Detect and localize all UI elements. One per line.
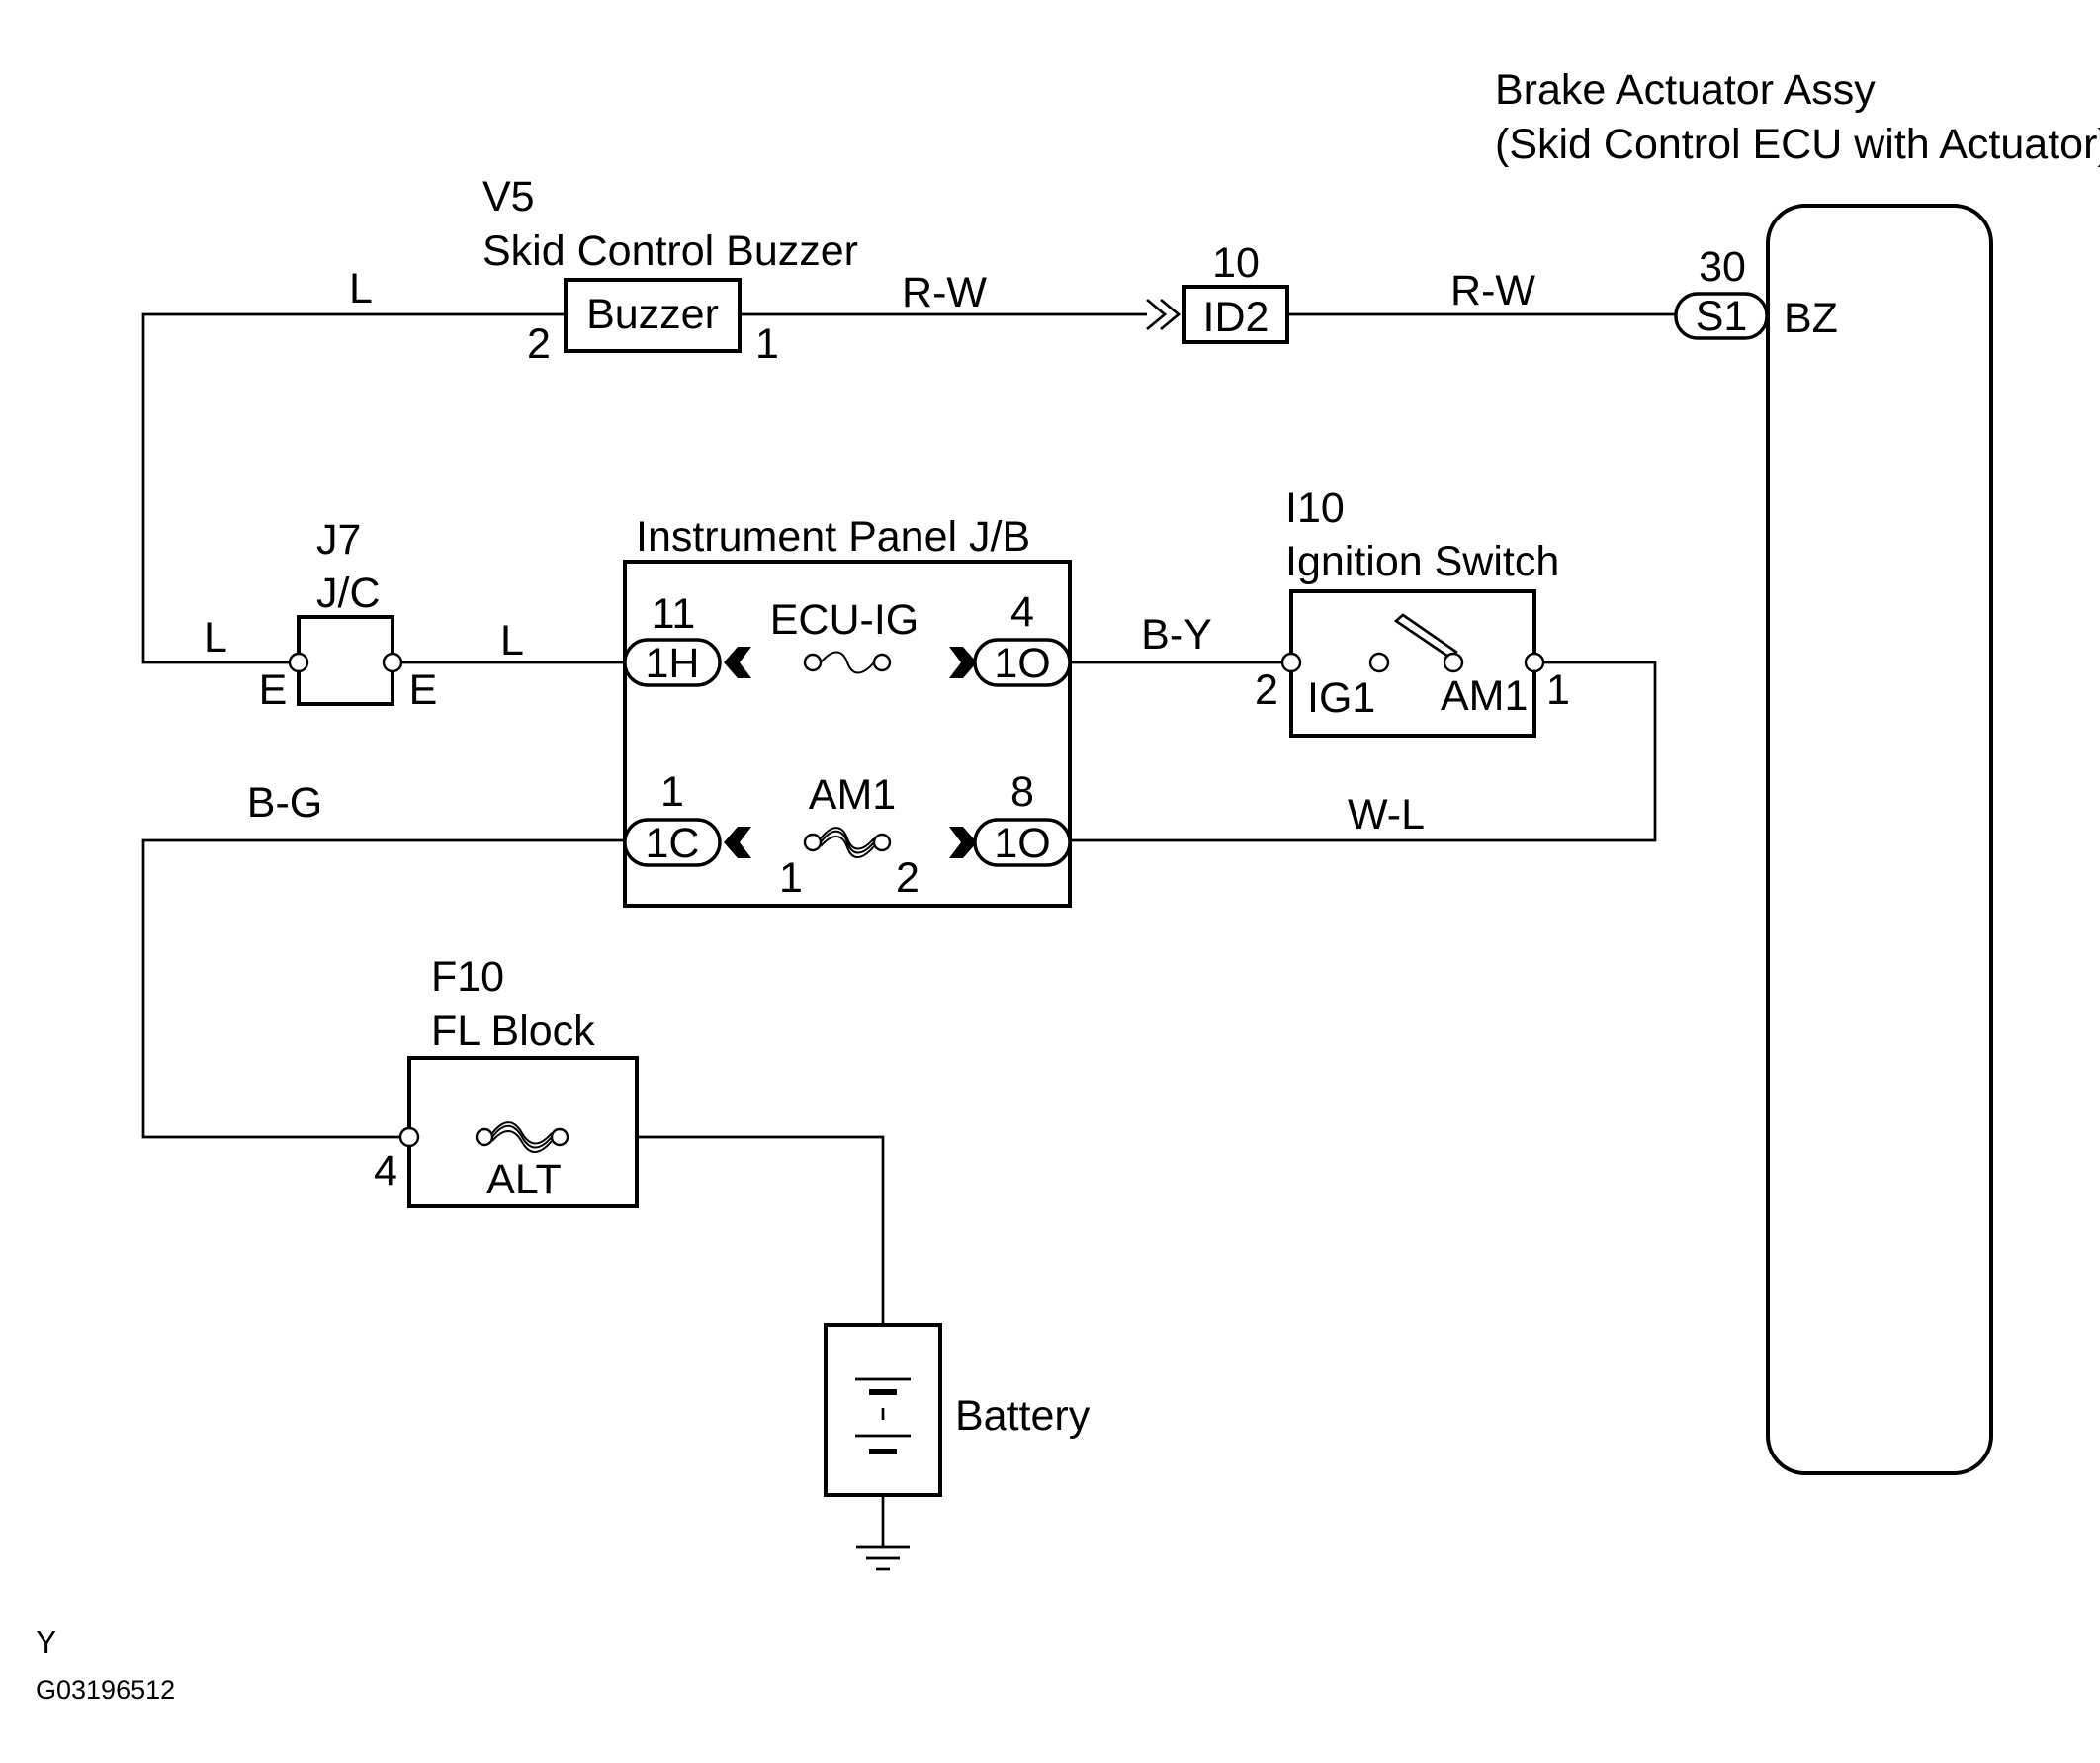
- id2-pin: 10: [1212, 239, 1260, 287]
- ign-ig1-label: IG1: [1307, 674, 1375, 722]
- wire-label-l-jc-left: L: [204, 614, 227, 661]
- battery-label: Battery: [955, 1392, 1091, 1440]
- ignition-switch: I10 Ignition Switch IG1 AM1 2 1: [1255, 485, 1570, 738]
- buzzer-pin-left: 2: [527, 320, 551, 368]
- ground-icon: [856, 1545, 910, 1571]
- fl-code: F10: [431, 953, 504, 1001]
- brake-actuator-title-1: Brake Actuator Assy: [1495, 66, 1876, 114]
- jc-pin-left: E: [259, 666, 288, 714]
- wire-label-rw-1: R-W: [902, 269, 987, 316]
- am1-fuse-term-left: [803, 833, 823, 852]
- am1-fuse-pin-right: 2: [896, 854, 919, 902]
- jc-right-terminal: [382, 652, 403, 673]
- ecu-ig-fuse-term-left: [803, 653, 823, 672]
- buzzer-box: [564, 278, 742, 353]
- alt-fuse-icon: [491, 1121, 553, 1153]
- wire-label-wl: W-L: [1348, 791, 1425, 838]
- jc-name: J/C: [316, 570, 381, 617]
- wire-l-upper: [141, 312, 566, 664]
- ign-code: I10: [1285, 485, 1345, 532]
- fl-name: FL Block: [431, 1008, 595, 1055]
- id2-label: ID2: [1203, 294, 1269, 341]
- battery: Battery: [824, 1323, 1091, 1571]
- connector-s1: [1674, 292, 1769, 340]
- alt-fuse-term-right: [550, 1127, 569, 1147]
- brake-actuator-title-2: (Skid Control ECU with Actuator): [1495, 121, 2100, 168]
- ign-pin-left: 2: [1255, 666, 1278, 714]
- alt-fuse-term-left: [475, 1127, 494, 1147]
- ecu-ig-fuse-icon: [820, 651, 875, 674]
- connector-id2: ID2 10: [1146, 239, 1289, 344]
- jb-am1-left-arrow-icon: [724, 827, 751, 858]
- jb-conn-1o-bottom-pin: 8: [1010, 768, 1034, 816]
- wire-labels: L R-W R-W L L B-Y W-L B-G: [204, 265, 1535, 838]
- fl-box: [407, 1056, 639, 1208]
- buzzer-label: Buzzer: [586, 291, 719, 338]
- brake-actuator-body: [1766, 204, 1993, 1475]
- jb-name: Instrument Panel J/B: [636, 513, 1030, 561]
- ign-term-left: [1280, 652, 1302, 673]
- fl-block: F10 FL Block ALT 4: [374, 953, 639, 1208]
- buzzer: Buzzer V5 Skid Control Buzzer 2 1: [482, 173, 858, 368]
- jc-code: J7: [316, 516, 361, 564]
- wire-label-l-jc-right: L: [500, 617, 524, 664]
- jc-left-terminal: [288, 652, 309, 673]
- jb-conn-1c-pin: 1: [660, 768, 684, 816]
- connector-s1-pin: 30: [1699, 243, 1746, 291]
- id2-box: [1182, 285, 1289, 344]
- alt-fuse-label: ALT: [486, 1156, 562, 1203]
- ign-term-right: [1524, 652, 1545, 673]
- wire-wl-ign-to-jb: [1070, 661, 1657, 842]
- fl-term-left: [398, 1126, 420, 1148]
- am1-fuse-icon: [820, 827, 875, 858]
- jb-conn-1h-pin: 11: [652, 590, 696, 638]
- junction-j7: J7 J/C E E: [259, 516, 438, 714]
- ecu-ig-fuse-label: ECU-IG: [770, 596, 919, 644]
- ign-switch-blade-icon: [1393, 613, 1458, 659]
- buzzer-pin-right: 1: [755, 320, 779, 368]
- jb-conn-1o-top-label: 1O: [994, 640, 1050, 687]
- am1-fuse-label: AM1: [809, 771, 896, 819]
- jb-conn-1o-top-pin: 4: [1010, 588, 1034, 636]
- jb-ecu-ig-left-arrow-icon: [724, 647, 751, 678]
- am1-fuse-pin-left: 1: [779, 854, 803, 902]
- ecu-ig-fuse-term-right: [872, 653, 892, 672]
- wire-label-rw-2: R-W: [1450, 267, 1535, 314]
- jb-am1-right-arrow-icon: [949, 827, 977, 858]
- brake-actuator: Brake Actuator Assy (Skid Control ECU wi…: [1495, 66, 2100, 1475]
- wire-label-bg: B-G: [247, 779, 322, 827]
- id2-arrow-icon: [1146, 298, 1181, 331]
- ign-box: [1289, 589, 1536, 738]
- jb-ecu-ig-right-arrow-icon: [949, 647, 977, 678]
- footer-code: Y: [36, 1625, 56, 1660]
- jb-conn-1o-bottom: [973, 818, 1072, 867]
- jb-conn-1o-bottom-label: 1O: [994, 820, 1050, 867]
- jb-conn-1o-top: [973, 638, 1072, 687]
- wire-label-by: B-Y: [1141, 611, 1212, 659]
- footer-figure-id: G03196512: [36, 1675, 175, 1705]
- jc-pin-right: E: [409, 666, 438, 714]
- wire-alt-to-battery: [560, 1135, 885, 1325]
- jb-conn-1c-label: 1C: [646, 820, 700, 867]
- fl-pin: 4: [374, 1147, 397, 1194]
- jb-conn-1h: [623, 638, 722, 687]
- buzzer-code: V5: [482, 173, 535, 220]
- jb-conn-1c: [623, 818, 722, 867]
- ign-pin-right: 1: [1546, 666, 1570, 714]
- jb-conn-1h-label: 1H: [646, 640, 700, 687]
- wire-label-l-top: L: [349, 265, 373, 312]
- connector-s1-label: S1: [1696, 293, 1748, 340]
- ign-contact-ig1: [1368, 652, 1390, 673]
- instrument-panel-jb: Instrument Panel J/B 1H 11 ECU-IG 1O 4 1…: [623, 513, 1072, 908]
- buzzer-name: Skid Control Buzzer: [482, 227, 858, 275]
- jc-box: [297, 615, 394, 706]
- terminal-bz-label: BZ: [1784, 295, 1838, 342]
- wire-bg: [141, 838, 625, 1139]
- am1-fuse-term-right: [872, 833, 892, 852]
- ign-name: Ignition Switch: [1285, 538, 1559, 585]
- ign-am1-label: AM1: [1441, 672, 1528, 720]
- ign-contact-am1: [1443, 652, 1464, 673]
